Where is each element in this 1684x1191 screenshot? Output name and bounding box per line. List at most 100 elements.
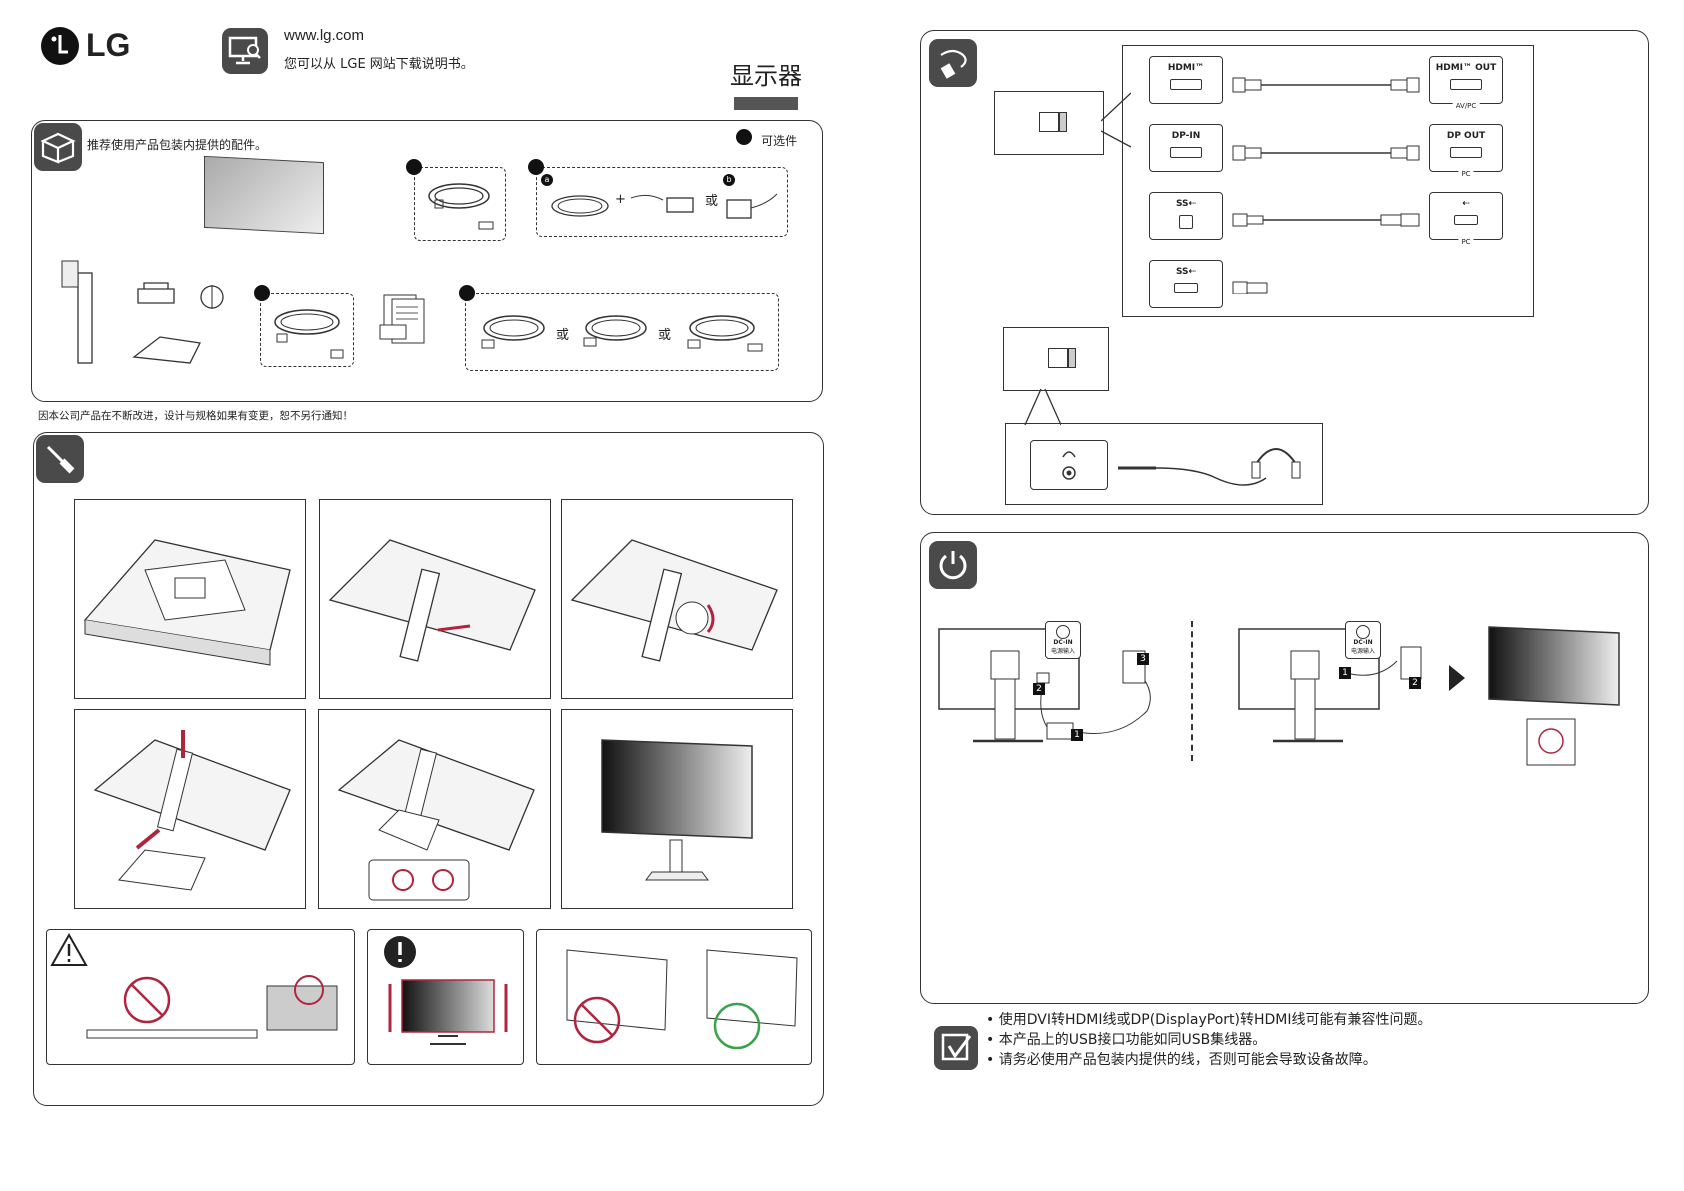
- divider: [1191, 621, 1193, 761]
- hdmi-cable-alt-icon: [678, 304, 768, 360]
- screwdriver-icon: [36, 435, 84, 483]
- adapter-cord-icon: [545, 184, 615, 228]
- assembly-panel: [33, 432, 824, 1106]
- ports-frame: HDMI™ DP-IN SS⇠ SS⇠ HDMI™ OUTAV/PC DP OU…: [1122, 45, 1534, 317]
- dp-cable-icon: [261, 294, 351, 362]
- port-label: DP-IN: [1150, 131, 1222, 141]
- port-sublabel: PC: [1458, 170, 1473, 178]
- plus-icon: [406, 159, 422, 175]
- dp-cable-option: [260, 293, 354, 367]
- accessories-panel: 推荐使用产品包装内提供的配件。 可选件 a + 或 b 或 或: [31, 120, 823, 402]
- dc-in-badge: DC-IN 电源输入: [1045, 621, 1081, 659]
- optional-label: 可选件: [761, 134, 797, 148]
- website-url[interactable]: www.lg.com: [284, 27, 364, 44]
- optional-legend: 可选件: [736, 129, 797, 149]
- usb-upstream-port[interactable]: SS⇠: [1149, 192, 1223, 240]
- cable-icon: [415, 168, 503, 234]
- pc-usb-port[interactable]: ⇠PC: [1429, 192, 1503, 240]
- plus-icon: [459, 285, 475, 301]
- assembly-step-2: [319, 499, 551, 699]
- headphone-frame: [1005, 423, 1323, 505]
- port-label: DP OUT: [1430, 131, 1502, 141]
- or-word: 或: [556, 324, 569, 343]
- power-setup-direct: [1237, 621, 1437, 771]
- dp-in-port[interactable]: DP-IN: [1149, 124, 1223, 172]
- screw-icon: [194, 281, 230, 311]
- step-badge: 1: [1339, 667, 1351, 679]
- callout-line: [1021, 387, 1061, 427]
- lg-logo: LG: [40, 26, 140, 66]
- monitor-handling-illustration: [378, 970, 518, 1060]
- lg-face-icon: [40, 26, 80, 66]
- caution-box: [367, 929, 524, 1065]
- step-badge: 3: [1137, 653, 1149, 665]
- port-sublabel: PC: [1458, 238, 1473, 246]
- step-badge: 1: [1071, 729, 1083, 741]
- powered-monitor: [1485, 625, 1625, 775]
- option-b-badge: b: [723, 174, 735, 186]
- dc-in-sub: 电源输入: [1346, 646, 1380, 655]
- cable-options: 或 或: [465, 293, 779, 371]
- port-label: ⇠: [1430, 199, 1502, 209]
- port-label: SS⇠: [1150, 267, 1222, 277]
- power-panel: DC-IN 电源输入 1 2 3 DC-IN 电源输入 1 2: [920, 532, 1649, 1004]
- dc-in-badge: DC-IN 电源输入: [1345, 621, 1381, 659]
- plus-icon: [254, 285, 270, 301]
- note-item: • 使用DVI转HDMI线或DP(DisplayPort)转HDMI线可能有兼容…: [986, 1010, 1432, 1030]
- port-label: HDMI™ OUT: [1430, 63, 1502, 73]
- cables-illustration: [1231, 64, 1427, 294]
- adapter-option: a + 或 b: [536, 167, 788, 237]
- note-text: 请务必使用产品包装内提供的线，否则可能会导致设备故障。: [999, 1052, 1377, 1068]
- monitor-download-icon: [222, 28, 268, 74]
- assembly-step-5: [318, 709, 551, 909]
- or-word: 或: [658, 324, 671, 343]
- cable-plug-icon: [929, 39, 977, 87]
- bracket-icon: [134, 281, 180, 311]
- step-badge: 2: [1409, 677, 1421, 689]
- dc-in-label: DC-IN: [1346, 639, 1380, 646]
- stand-base-icon: [130, 331, 210, 367]
- exclamation-icon: [382, 934, 418, 970]
- checkmark-icon: [934, 1026, 978, 1070]
- note-text: 使用DVI转HDMI线或DP(DisplayPort)转HDMI线可能有兼容性问…: [999, 1012, 1432, 1028]
- disclaimer: 因本公司产品在不断改进，设计与规格如果有变更，恕不另行通知！: [38, 408, 353, 423]
- note-item: • 本产品上的USB接口功能如同USB集线器。: [986, 1030, 1432, 1050]
- hdmi-cable-icon: [472, 304, 552, 360]
- plus-sign: +: [615, 192, 626, 207]
- monitor-bottom: [1003, 327, 1109, 391]
- download-note: 您可以从 LGE 网站下载说明书。: [284, 53, 474, 72]
- step-badge: 2: [1033, 683, 1045, 695]
- arrow-right-icon: [1447, 663, 1467, 693]
- power-cable-option: [414, 167, 506, 241]
- assembly-step-4: [74, 709, 306, 909]
- title-bar: [734, 97, 798, 110]
- or-word: 或: [705, 190, 718, 209]
- product-title: 显示器: [730, 56, 802, 91]
- port-label: HDMI™: [1150, 63, 1222, 73]
- adapter-plug-icon: [723, 188, 783, 228]
- headphone-jack[interactable]: [1030, 440, 1108, 490]
- manual-icon: [378, 291, 440, 351]
- dc-in-label: DC-IN: [1046, 639, 1080, 646]
- accessories-heading: 推荐使用产品包装内提供的配件。: [87, 136, 267, 153]
- usb-cable-icon: [576, 304, 656, 360]
- usb-downstream-port[interactable]: SS⇠: [1149, 260, 1223, 308]
- assembly-step-6: [561, 709, 793, 909]
- wall-mount-illustration: [537, 930, 811, 1064]
- assembly-step-3: [561, 499, 793, 699]
- monitor-back: [994, 91, 1104, 155]
- headphones-icon: [1116, 434, 1316, 498]
- plus-icon: [736, 129, 752, 145]
- notes-list: • 使用DVI转HDMI线或DP(DisplayPort)转HDMI线可能有兼容…: [986, 1010, 1432, 1070]
- dc-in-sub: 电源输入: [1046, 646, 1080, 655]
- assembly-step-1: [74, 499, 306, 699]
- note-text: 本产品上的USB接口功能如同USB集线器。: [999, 1032, 1266, 1048]
- hdmi-in-port[interactable]: HDMI™: [1149, 56, 1223, 104]
- monitor-accessory: [204, 156, 324, 234]
- wall-mount-box: [536, 929, 812, 1065]
- headphone-jack-icon: [1031, 441, 1107, 489]
- box-icon: [34, 123, 82, 171]
